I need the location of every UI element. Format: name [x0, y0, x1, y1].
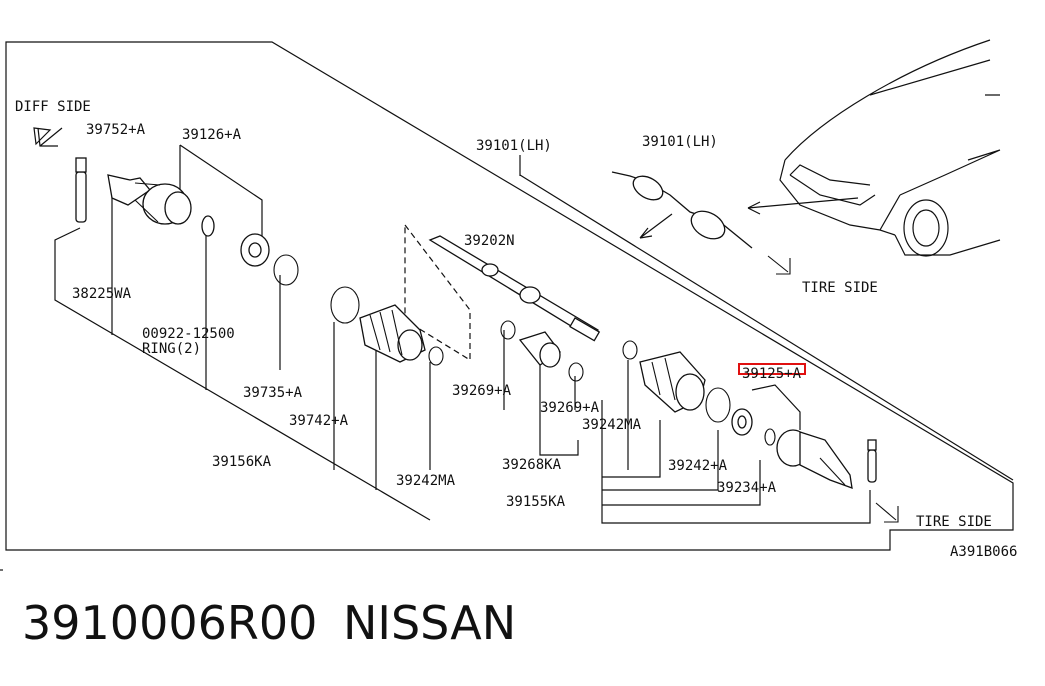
callout-39268: 39268KA	[502, 457, 562, 473]
callout-39101-main: 39101(LH)	[476, 138, 552, 154]
tire-side-arrow-icon-top	[767, 255, 791, 275]
diagram-code: A391B066	[950, 544, 1017, 560]
outer-joint-39155ka	[776, 429, 853, 489]
car-sketch	[779, 39, 1001, 257]
pointer-arrow	[747, 197, 859, 209]
ring-39735	[273, 254, 299, 286]
callout-39269b: 39269+A	[540, 400, 600, 416]
callout-39202: 39202N	[464, 233, 515, 249]
inner-joint-39752	[107, 174, 192, 225]
diff-side-arrow-icon	[33, 127, 63, 147]
tire-side-arrow-icon-bottom	[875, 502, 899, 523]
callout-39125: 39125+A	[742, 366, 802, 382]
boot-39242ma-left	[359, 304, 426, 363]
part-number: 3910006R00	[22, 596, 318, 650]
callout-39155: 39155KA	[506, 494, 566, 510]
highlight-box	[738, 363, 806, 375]
clamp-small-left	[428, 346, 444, 366]
callout-39156: 39156KA	[212, 454, 272, 470]
clamp-39742	[330, 286, 360, 324]
diagram-frame	[5, 41, 1014, 551]
callout-39242a: 39242+A	[668, 458, 728, 474]
callout-39735: 39735+A	[243, 385, 303, 401]
damper-39268ka	[500, 320, 584, 382]
callout-39234: 39234+A	[717, 480, 777, 496]
callout-39752: 39752+A	[86, 122, 146, 138]
callout-39242ma-1: 39242MA	[582, 417, 642, 433]
bolt-38225wa	[75, 157, 87, 223]
callout-39242ma-2: 39242MA	[396, 473, 456, 489]
bolt-tire-side	[867, 439, 877, 483]
clamp-39242ma-right	[622, 340, 638, 360]
shaft-39202n	[428, 235, 601, 342]
snap-ring	[201, 215, 215, 237]
callout-00922: 00922-12500	[142, 326, 235, 342]
spider-39125	[731, 408, 753, 436]
clamp-39242a	[705, 387, 731, 423]
callout-38225: 38225WA	[72, 286, 132, 302]
callout-39742: 39742+A	[289, 413, 349, 429]
diff-side-label: DIFF SIDE	[15, 99, 91, 115]
callout-ring: RING(2)	[142, 341, 201, 357]
boot-39242-right	[639, 351, 706, 413]
brand-name: NISSAN	[343, 596, 517, 650]
tire-side-label-bottom: TIRE SIDE	[916, 514, 992, 530]
spider-39126	[240, 233, 270, 267]
mini-driveshaft	[611, 171, 753, 249]
callout-39126: 39126+A	[182, 127, 242, 143]
callout-39101-car: 39101(LH)	[642, 134, 718, 150]
callout-39269a: 39269+A	[452, 383, 512, 399]
tire-side-label-top: TIRE SIDE	[802, 280, 878, 296]
ring-39234	[764, 428, 776, 446]
